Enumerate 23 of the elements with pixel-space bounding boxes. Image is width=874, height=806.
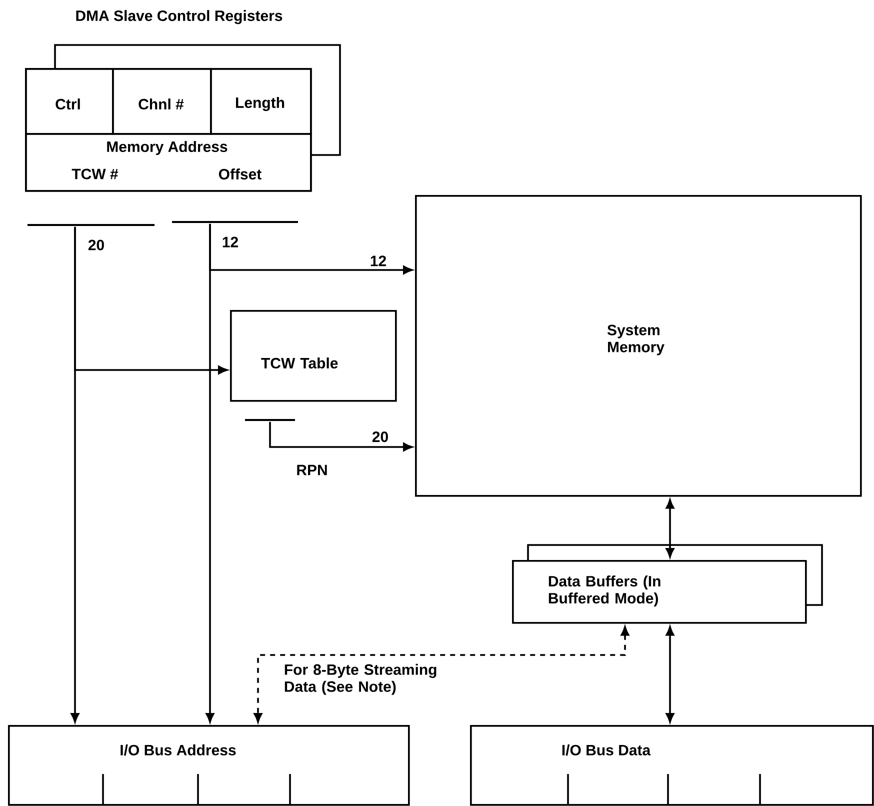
field-label: Offset [218,168,262,180]
arrow [666,499,674,558]
arrow [269,422,413,452]
node-label: DMA Slave Control Registers [76,10,282,24]
edge-label: 12 [370,256,386,266]
arrow [666,626,674,723]
bit-width-label: 12 [222,236,238,248]
bus-register: I/O Bus Data [470,725,874,806]
register-cell: Ctrl [25,68,114,135]
arrow [254,626,630,723]
arrow [74,226,228,374]
memory-box: System Memory [415,195,862,497]
signal-label: RPN [297,464,327,476]
table-box: TCW Table [230,310,397,402]
field-label: TCW # [72,168,118,180]
bus-register: I/O Bus Address [8,725,410,806]
edge-label: For 8-Byte Streaming Data (See Note) [284,664,436,695]
edge-label: 20 [372,431,388,442]
register-cell: Chnl # [112,68,212,135]
bit-width-label: 20 [88,240,104,250]
buffer-box: Data Buffers (In Buffered Mode) [512,544,823,624]
arrow [206,224,214,723]
register-cell: Length [210,68,312,135]
